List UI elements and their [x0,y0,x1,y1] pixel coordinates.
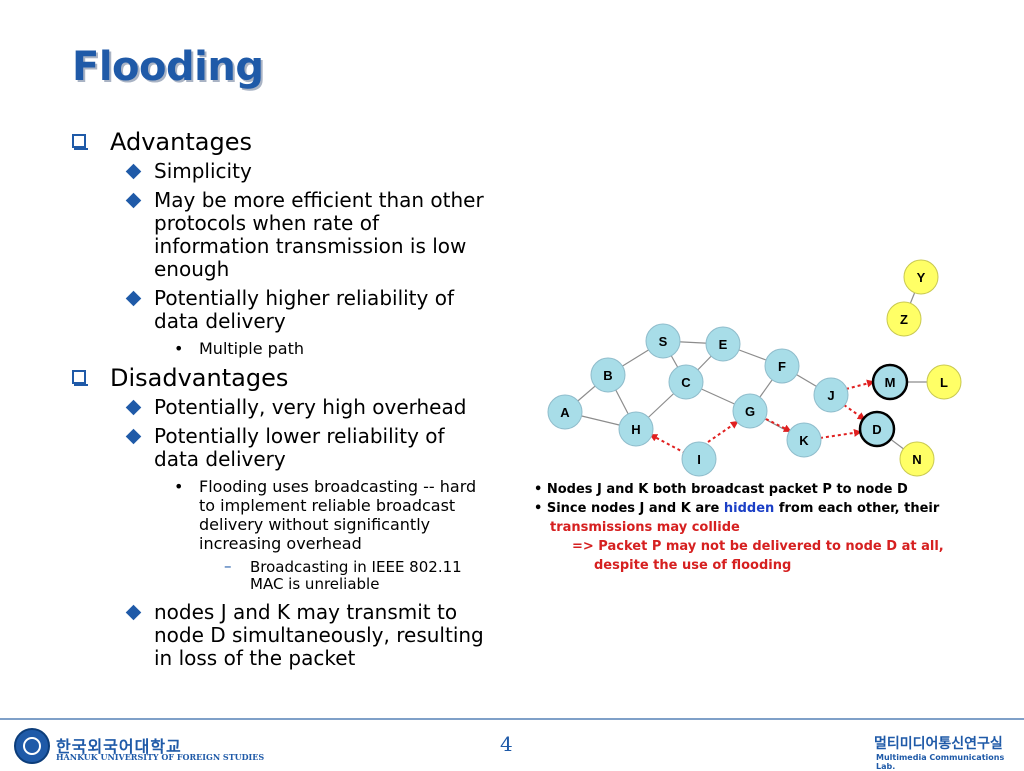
nodes-group: S E B C F A H G J K I M D L N Y Z [547,259,962,477]
footer-divider [0,718,1024,720]
diamond-bullet-icon [125,163,142,180]
node-f: F [764,348,800,384]
diagram-caption: • Nodes J and K both broadcast packet P … [534,480,974,575]
university-logo-icon [14,728,50,764]
node-label: F [778,359,786,374]
dot-bullet-icon: • [174,339,184,358]
node-label: Y [917,270,926,285]
node-c: C [668,364,704,400]
node-label: Z [900,312,908,327]
node-label: I [697,452,701,467]
list-item: May be more efficient than other protoco… [72,189,492,281]
heading-disadvantages: Disadvantages [72,364,492,392]
diamond-bullet-icon [125,290,142,307]
sub-sub-list-item: –Broadcasting in IEEE 802.11 MAC is unre… [224,557,462,593]
node-j: J [813,377,849,413]
node-label: A [560,405,570,420]
arrow-i-g [707,420,739,443]
node-label: J [827,388,834,403]
node-label: E [719,337,728,352]
hidden-keyword: hidden [723,501,775,516]
heading-advantages: Advantages [72,128,492,156]
list-item: nodes J and K may transmit to node D sim… [72,601,492,670]
list-item: Potentially higher reliability of data d… [72,287,492,333]
diamond-bullet-icon [125,604,142,621]
caption-line-3: transmissions may collide [550,520,740,535]
node-label: K [799,433,809,448]
arrows-group [649,379,875,454]
network-diagram: S E B C F A H G J K I M D L N Y Z [547,259,962,477]
caption-line-2: • Since nodes J and K are hidden from ea… [534,501,940,516]
node-label: B [603,368,612,383]
list-item: Potentially, very high overhead [72,396,492,419]
node-d: D [858,410,896,448]
arrow-j-d [843,404,866,421]
diamond-bullet-icon [125,192,142,209]
node-m: M [871,363,909,401]
arrow-g-k [765,418,792,432]
diamond-bullet-icon [125,399,142,416]
university-name: 한국외국어대학교 [56,737,182,756]
lab-name-en: Multimedia Communications Lab. [876,753,1005,771]
diamond-bullet-icon [125,428,142,445]
node-l: L [926,364,962,400]
heading-label: Advantages [110,128,252,156]
node-label: D [872,422,881,437]
page-number: 4 [500,732,513,756]
list-item: Simplicity [72,160,492,183]
checkbox-bullet-icon [72,134,88,150]
dot-bullet-icon: • [174,477,184,496]
university-name-en: HANKUK UNIVERSITY OF FOREIGN STUDIES [56,752,265,762]
dash-bullet-icon: – [224,557,232,575]
node-label: C [681,375,691,390]
node-a: A [547,394,583,430]
arrow-h-i [649,434,686,454]
checkbox-bullet-icon [72,370,88,386]
caption-line-5: despite the use of flooding [594,558,792,573]
node-g: G [732,393,768,429]
bullet-content: Advantages Simplicity May be more effici… [72,128,492,676]
heading-label: Disadvantages [110,364,289,392]
node-label: N [912,452,921,467]
node-h: H [618,411,654,447]
node-label: S [659,334,668,349]
node-label: H [631,422,640,437]
node-label: L [940,375,948,390]
lab-name: 멀티미디어통신연구실 [874,736,1003,752]
node-b: B [590,357,626,393]
node-label: M [885,375,896,390]
arrow-j-m [845,379,875,390]
node-e: E [705,326,741,362]
node-k: K [786,422,822,458]
node-y: Y [903,259,939,295]
slide-title: Flooding [72,44,264,90]
list-item: Potentially lower reliability of data de… [72,425,492,471]
sub-list-item: •Multiple path [174,339,305,358]
node-n: N [899,441,935,477]
node-z: Z [886,301,922,337]
node-label: G [745,404,755,419]
sub-list-item: •Flooding uses broadcasting -- hard to i… [174,477,477,553]
arrow-k-d [819,428,862,439]
caption-line-1: • Nodes J and K both broadcast packet P … [534,482,908,497]
node-s: S [645,323,681,359]
node-i: I [681,441,717,477]
caption-line-4: => Packet P may not be delivered to node… [572,539,944,554]
